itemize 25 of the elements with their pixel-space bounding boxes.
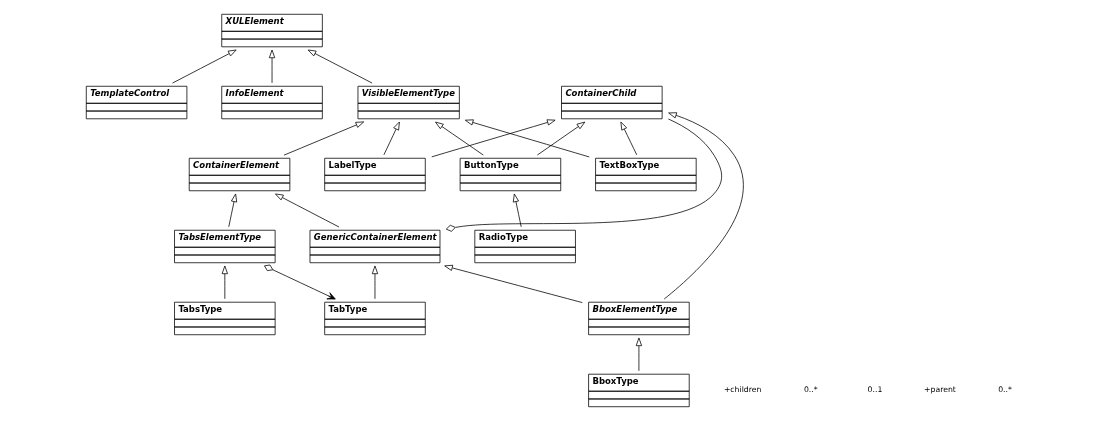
arrow (635, 337, 642, 372)
arrow (371, 265, 378, 300)
label: +children (723, 385, 761, 395)
arrow (227, 193, 237, 228)
arrow (443, 264, 583, 303)
label: 0..* (803, 385, 818, 395)
arrow (307, 49, 372, 84)
arrow (171, 49, 237, 84)
arrow (663, 112, 744, 300)
arrow (536, 121, 585, 156)
arrow (383, 121, 400, 156)
arrow (274, 193, 339, 228)
arrow (221, 265, 228, 300)
arrow (464, 119, 590, 158)
arrow (512, 193, 522, 228)
label: 0..1 (867, 385, 882, 395)
arrow (268, 49, 275, 84)
label: 0..* (997, 385, 1012, 395)
arrow (434, 121, 484, 156)
arrow (619, 121, 637, 156)
arrow (430, 119, 556, 158)
arrow (263, 264, 336, 300)
connector (445, 118, 722, 232)
label: +parent (923, 385, 956, 395)
arrow (283, 121, 364, 156)
